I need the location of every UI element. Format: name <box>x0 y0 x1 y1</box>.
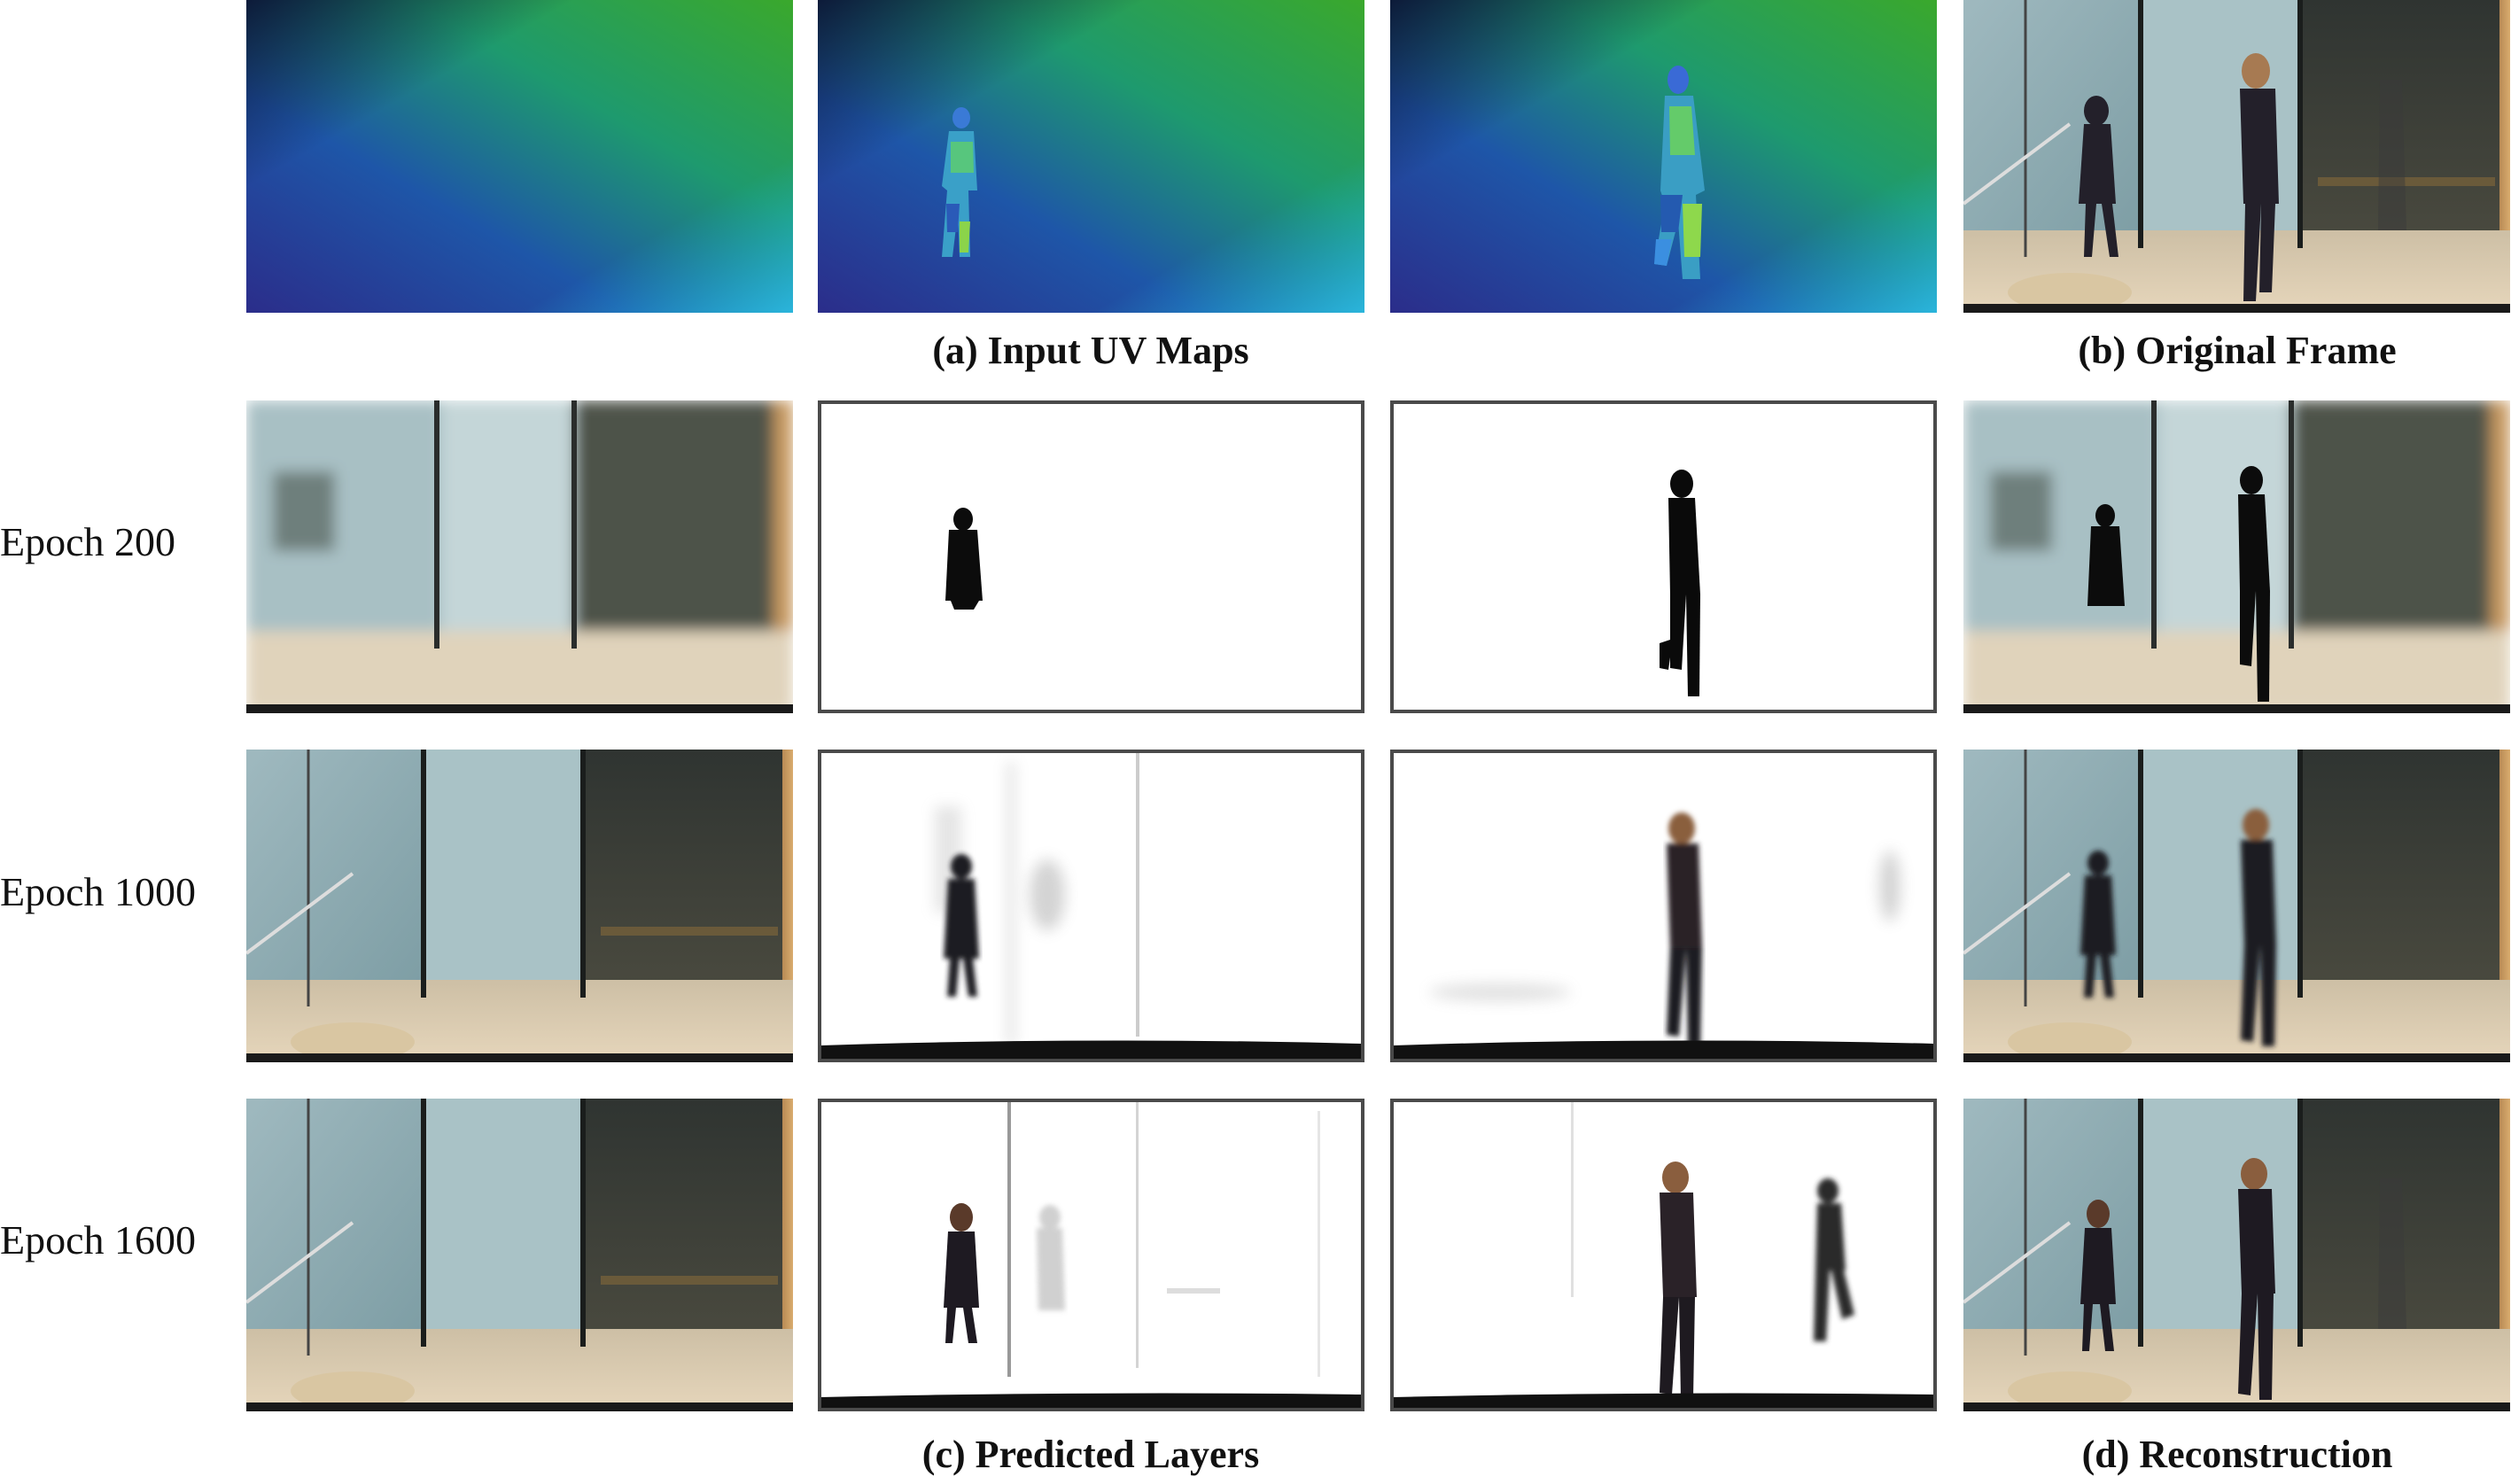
caption-predicted-layers: (c) Predicted Layers <box>921 1433 1260 1476</box>
reconstruction-epoch-200 <box>1963 400 2510 713</box>
predicted-layer-left-epoch-1600 <box>818 1099 1364 1411</box>
predicted-layer-left-epoch-1000 <box>818 750 1364 1062</box>
uv-person-silhouette <box>1654 66 1705 279</box>
predicted-layer-right-epoch-1600 <box>1390 1099 1937 1411</box>
caption-reconstruction: (d) Reconstruction <box>2081 1433 2393 1476</box>
row-label-epoch-1000: Epoch 1000 <box>0 869 197 914</box>
reconstruction-epoch-1000 <box>1963 750 2510 1062</box>
predicted-layer-right-epoch-1000 <box>1390 750 1937 1062</box>
uv-map-background <box>246 0 793 313</box>
background-layer-epoch-200 <box>246 400 793 713</box>
original-frame-image <box>1963 0 2510 313</box>
reconstruction-epoch-1600 <box>1963 1099 2510 1411</box>
caption-input-uv-maps: (a) Input UV Maps <box>932 329 1249 372</box>
uv-person-silhouette <box>942 107 977 257</box>
row-label-epoch-1600: Epoch 1600 <box>0 1217 197 1263</box>
uv-map-person-right <box>1390 0 1937 313</box>
caption-original-frame: (b) Original Frame <box>2078 329 2397 372</box>
background-layer-epoch-1000 <box>246 750 793 1062</box>
background-layer-epoch-1600 <box>246 1099 793 1411</box>
row-label-epoch-200: Epoch 200 <box>0 519 176 564</box>
uv-map-person-left <box>818 0 1364 313</box>
predicted-layer-left-epoch-200 <box>818 400 1364 713</box>
predicted-layer-right-epoch-200 <box>1390 400 1937 713</box>
